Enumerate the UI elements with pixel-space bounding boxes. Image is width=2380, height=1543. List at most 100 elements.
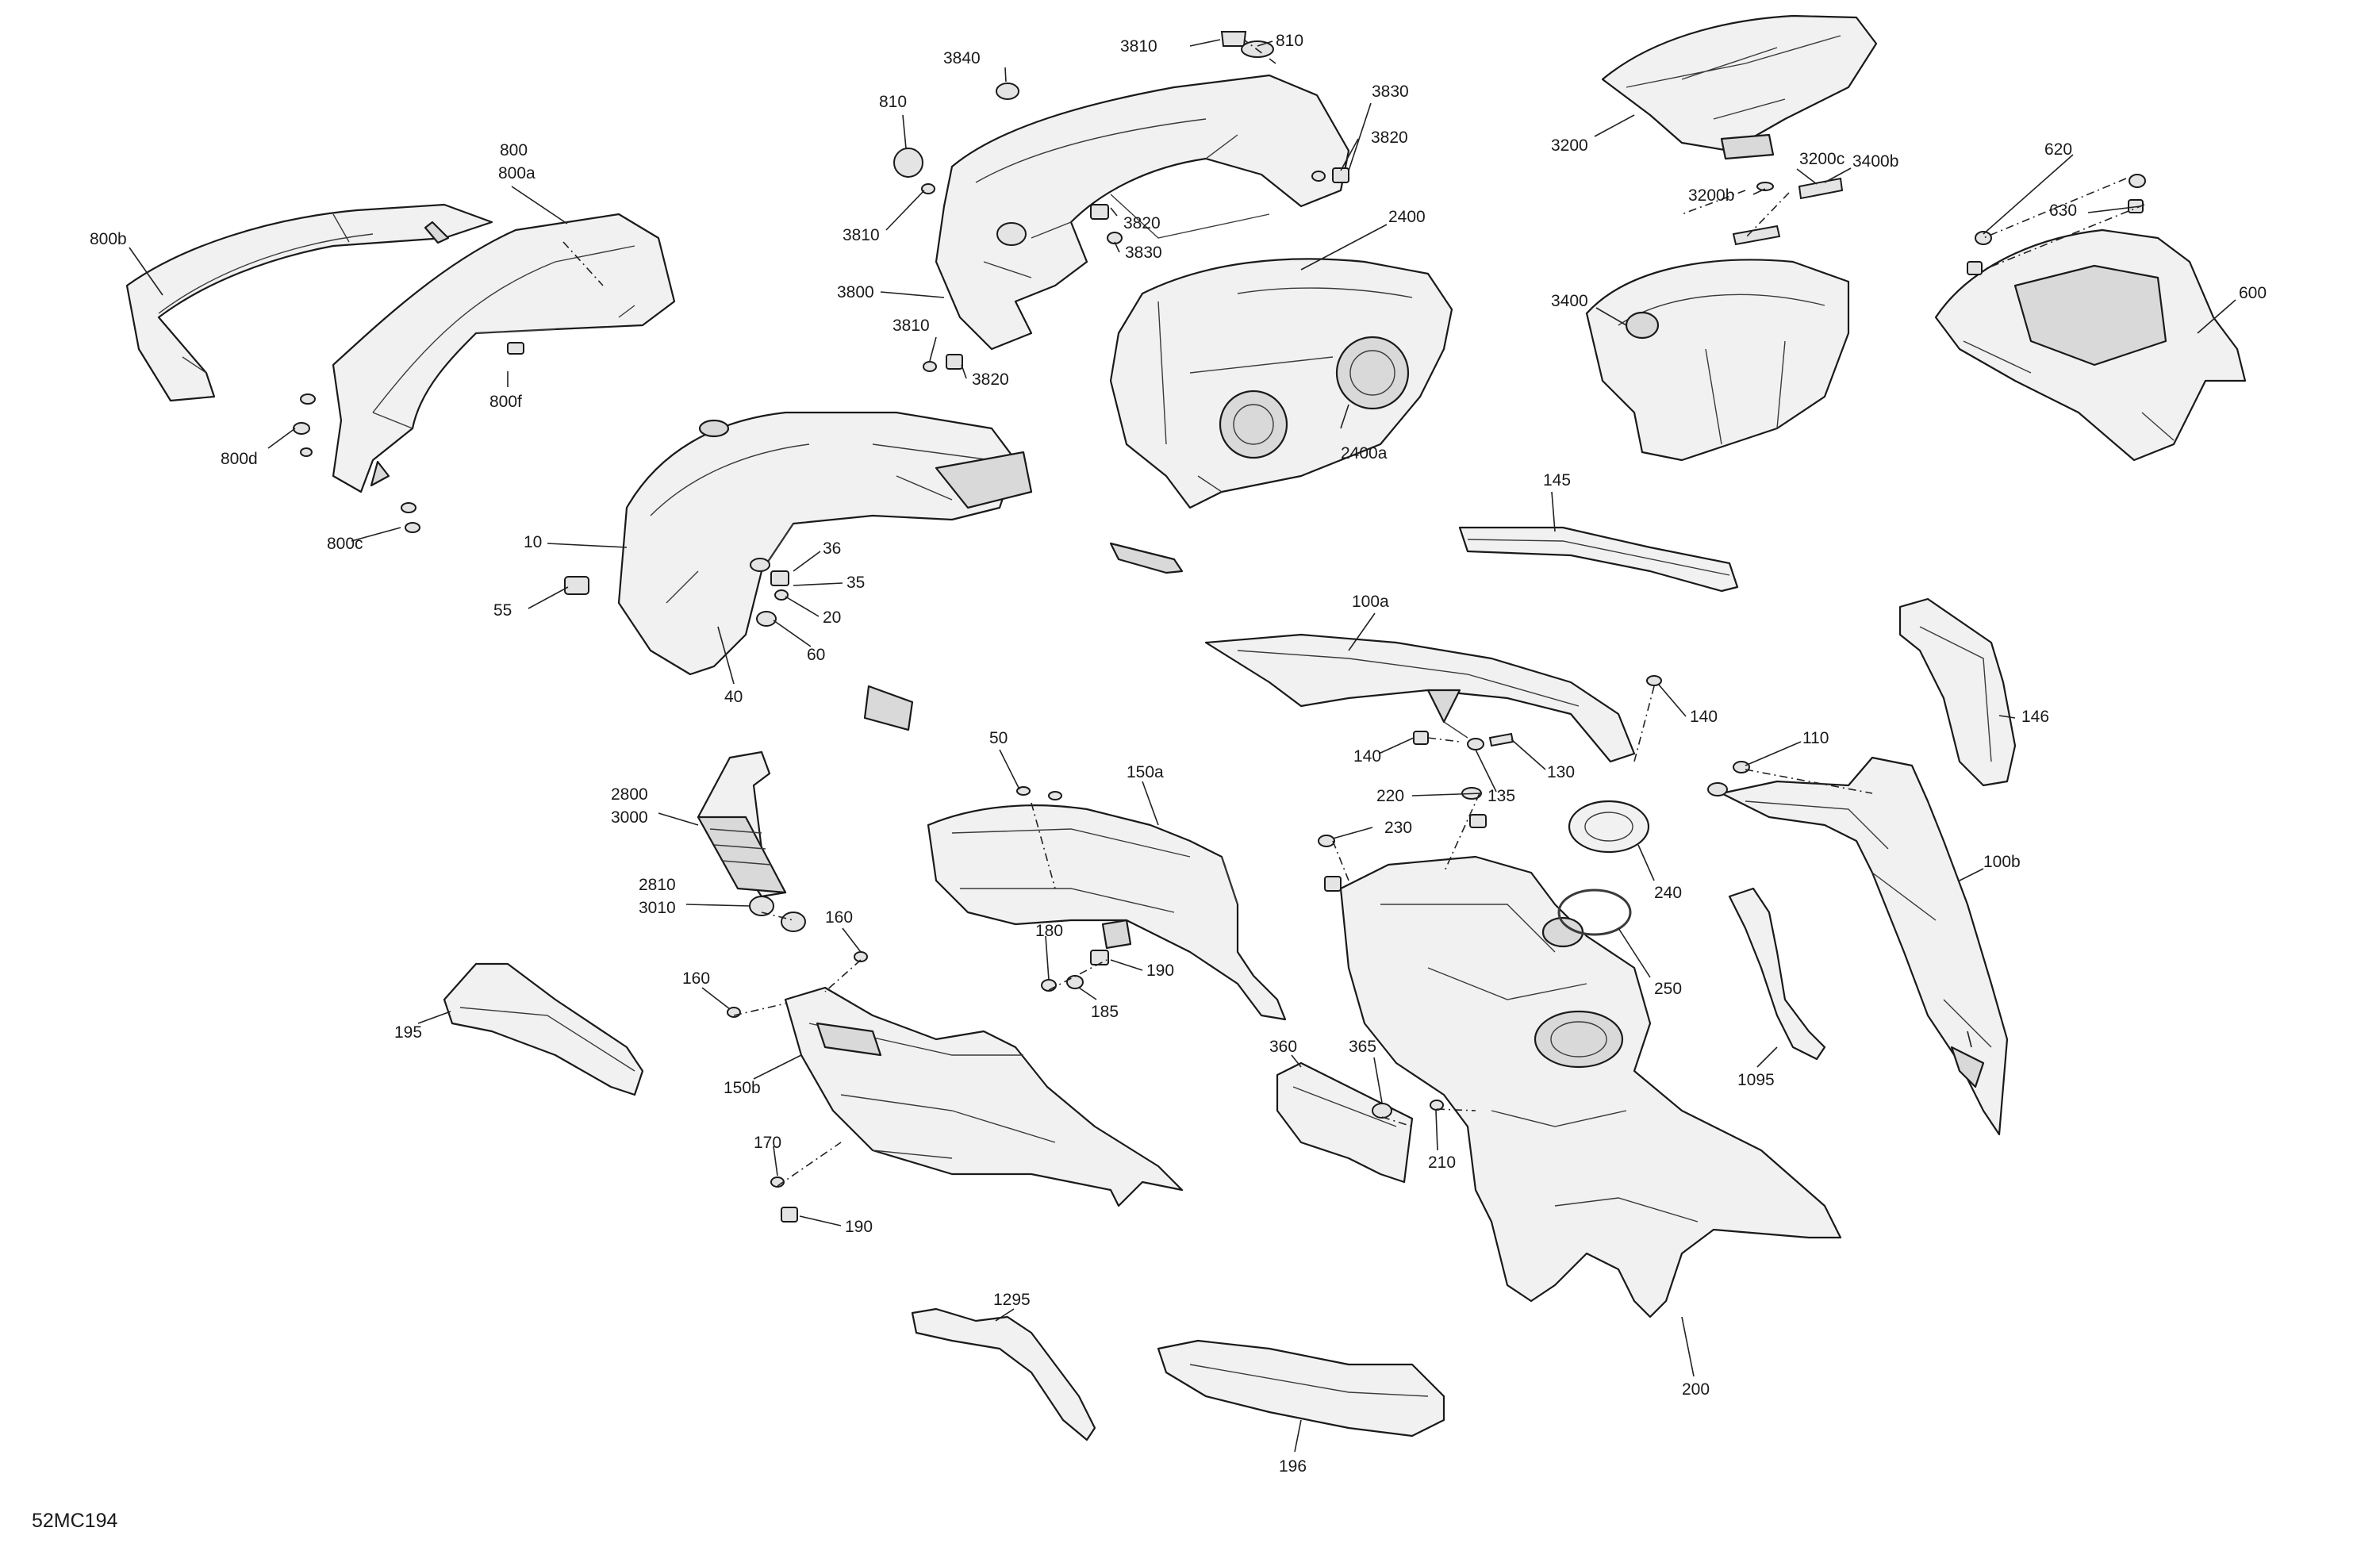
callout-600: 600 bbox=[2239, 284, 2267, 302]
callout-20: 20 bbox=[823, 608, 841, 627]
callout-2400: 2400 bbox=[1388, 208, 1426, 226]
part-196-lower-trim bbox=[1157, 1339, 1445, 1437]
callout-365: 365 bbox=[1349, 1038, 1376, 1056]
callout-3200: 3200 bbox=[1551, 136, 1588, 155]
fasteners-10-group bbox=[564, 558, 914, 731]
callout-800a: 800a bbox=[498, 164, 536, 182]
part-3800-support-frame bbox=[935, 74, 1350, 351]
part-1095-strip bbox=[1728, 887, 1826, 1061]
callout-220: 220 bbox=[1376, 787, 1404, 805]
callout-3820-low: 3820 bbox=[972, 370, 1009, 389]
callout-100a: 100a bbox=[1352, 593, 1389, 611]
fasteners-200-group bbox=[1318, 787, 1487, 892]
callout-60: 60 bbox=[807, 646, 825, 664]
callout-200: 200 bbox=[1682, 1380, 1710, 1399]
callout-230: 230 bbox=[1384, 819, 1412, 837]
callout-140-right: 140 bbox=[1690, 708, 1718, 726]
part-240-fuel-cap-ring bbox=[1568, 800, 1650, 854]
callout-3840: 3840 bbox=[943, 49, 981, 67]
callout-110: 110 bbox=[1802, 729, 1829, 747]
callout-2810: 2810 bbox=[639, 876, 676, 894]
callout-810-top: 810 bbox=[1276, 32, 1303, 50]
callout-3010: 3010 bbox=[639, 899, 676, 917]
part-800b-side-trim bbox=[125, 203, 493, 402]
callout-55: 55 bbox=[493, 601, 512, 620]
callout-2800: 2800 bbox=[611, 785, 648, 804]
fasteners-3800-group bbox=[893, 31, 1349, 372]
callout-3810-low: 3810 bbox=[892, 317, 930, 335]
callout-190-low: 190 bbox=[845, 1218, 873, 1236]
callout-146: 146 bbox=[2021, 708, 2049, 726]
callout-800f: 800f bbox=[489, 393, 522, 411]
callout-3200b: 3200b bbox=[1688, 186, 1734, 205]
callout-3830-mid: 3830 bbox=[1125, 244, 1162, 262]
diagram-reference-code: 52MC194 bbox=[32, 1510, 117, 1532]
leader-lines bbox=[129, 39, 2236, 1453]
callout-140-left: 140 bbox=[1353, 747, 1381, 766]
callout-240: 240 bbox=[1654, 884, 1682, 902]
callout-100b: 100b bbox=[1983, 853, 2021, 871]
part-2800-grille-bracket bbox=[697, 750, 787, 898]
part-146-rear-trim bbox=[1898, 597, 2017, 787]
part-250-gasket bbox=[1557, 889, 1632, 936]
callout-130: 130 bbox=[1547, 763, 1575, 781]
part-10-front-fascia bbox=[617, 411, 1033, 676]
callout-185: 185 bbox=[1091, 1003, 1119, 1021]
callout-210: 210 bbox=[1428, 1153, 1456, 1172]
callout-150b: 150b bbox=[724, 1079, 761, 1097]
callout-360: 360 bbox=[1269, 1038, 1297, 1056]
part-2400-headlight-assembly bbox=[1109, 258, 1453, 509]
callout-800: 800 bbox=[500, 141, 528, 159]
callout-620: 620 bbox=[2044, 140, 2072, 159]
callout-3800: 3800 bbox=[837, 283, 874, 301]
callout-3200c: 3200c bbox=[1799, 150, 1844, 168]
callout-3820-top: 3820 bbox=[1371, 129, 1408, 147]
fasteners-3200b-3200c bbox=[1732, 177, 1844, 246]
callout-36: 36 bbox=[823, 539, 841, 558]
callout-3810-mid: 3810 bbox=[843, 226, 880, 244]
callout-3830-top: 3830 bbox=[1372, 83, 1409, 101]
callout-160-right: 160 bbox=[825, 908, 853, 927]
callout-800c: 800c bbox=[327, 535, 363, 553]
callout-170: 170 bbox=[754, 1134, 781, 1152]
callout-3000: 3000 bbox=[611, 808, 648, 827]
part-100b-side-panel bbox=[1720, 756, 2009, 1136]
callout-3820-mid: 3820 bbox=[1123, 214, 1161, 232]
callout-3810-top: 3810 bbox=[1120, 37, 1157, 56]
grommets-2810-3010 bbox=[749, 896, 806, 932]
callout-800d: 800d bbox=[221, 450, 258, 468]
part-800-upper-cowl bbox=[332, 213, 676, 493]
callout-1295: 1295 bbox=[993, 1291, 1031, 1309]
callout-35: 35 bbox=[846, 574, 865, 592]
callout-3400: 3400 bbox=[1551, 292, 1588, 310]
callout-250: 250 bbox=[1654, 980, 1682, 998]
part-1295-strip bbox=[911, 1307, 1096, 1441]
part-100a-side-panel bbox=[1204, 633, 1636, 763]
part-200-tank-cover bbox=[1339, 855, 1842, 1318]
callout-190-mid: 190 bbox=[1146, 961, 1174, 980]
part-145-trim-strip bbox=[1458, 526, 1739, 593]
part-195-lower-trim bbox=[443, 962, 644, 1096]
callout-2400a: 2400a bbox=[1341, 444, 1388, 463]
callout-150a: 150a bbox=[1127, 763, 1164, 781]
part-150a-upper-side-cover bbox=[927, 786, 1287, 1021]
callout-195: 195 bbox=[394, 1023, 422, 1042]
part-headlight-bracket bbox=[1109, 542, 1184, 574]
callout-135: 135 bbox=[1488, 787, 1515, 805]
callout-810-left: 810 bbox=[879, 93, 907, 111]
callout-40: 40 bbox=[724, 688, 743, 706]
part-3200-storage-lid bbox=[1601, 14, 1878, 160]
callout-800b: 800b bbox=[90, 230, 127, 248]
fasteners-800d-800c bbox=[293, 393, 420, 533]
callout-1095: 1095 bbox=[1737, 1071, 1775, 1089]
part-3400-storage-bin bbox=[1585, 259, 1850, 462]
callout-10: 10 bbox=[524, 533, 542, 551]
callout-196: 196 bbox=[1279, 1457, 1307, 1476]
callout-50: 50 bbox=[989, 729, 1008, 747]
callout-145: 145 bbox=[1543, 471, 1571, 489]
part-150b-lower-side-cover bbox=[784, 986, 1184, 1207]
part-600-instrument-housing bbox=[1934, 228, 2247, 462]
part-360-panel bbox=[1276, 1061, 1444, 1184]
callout-160-left: 160 bbox=[682, 969, 710, 988]
